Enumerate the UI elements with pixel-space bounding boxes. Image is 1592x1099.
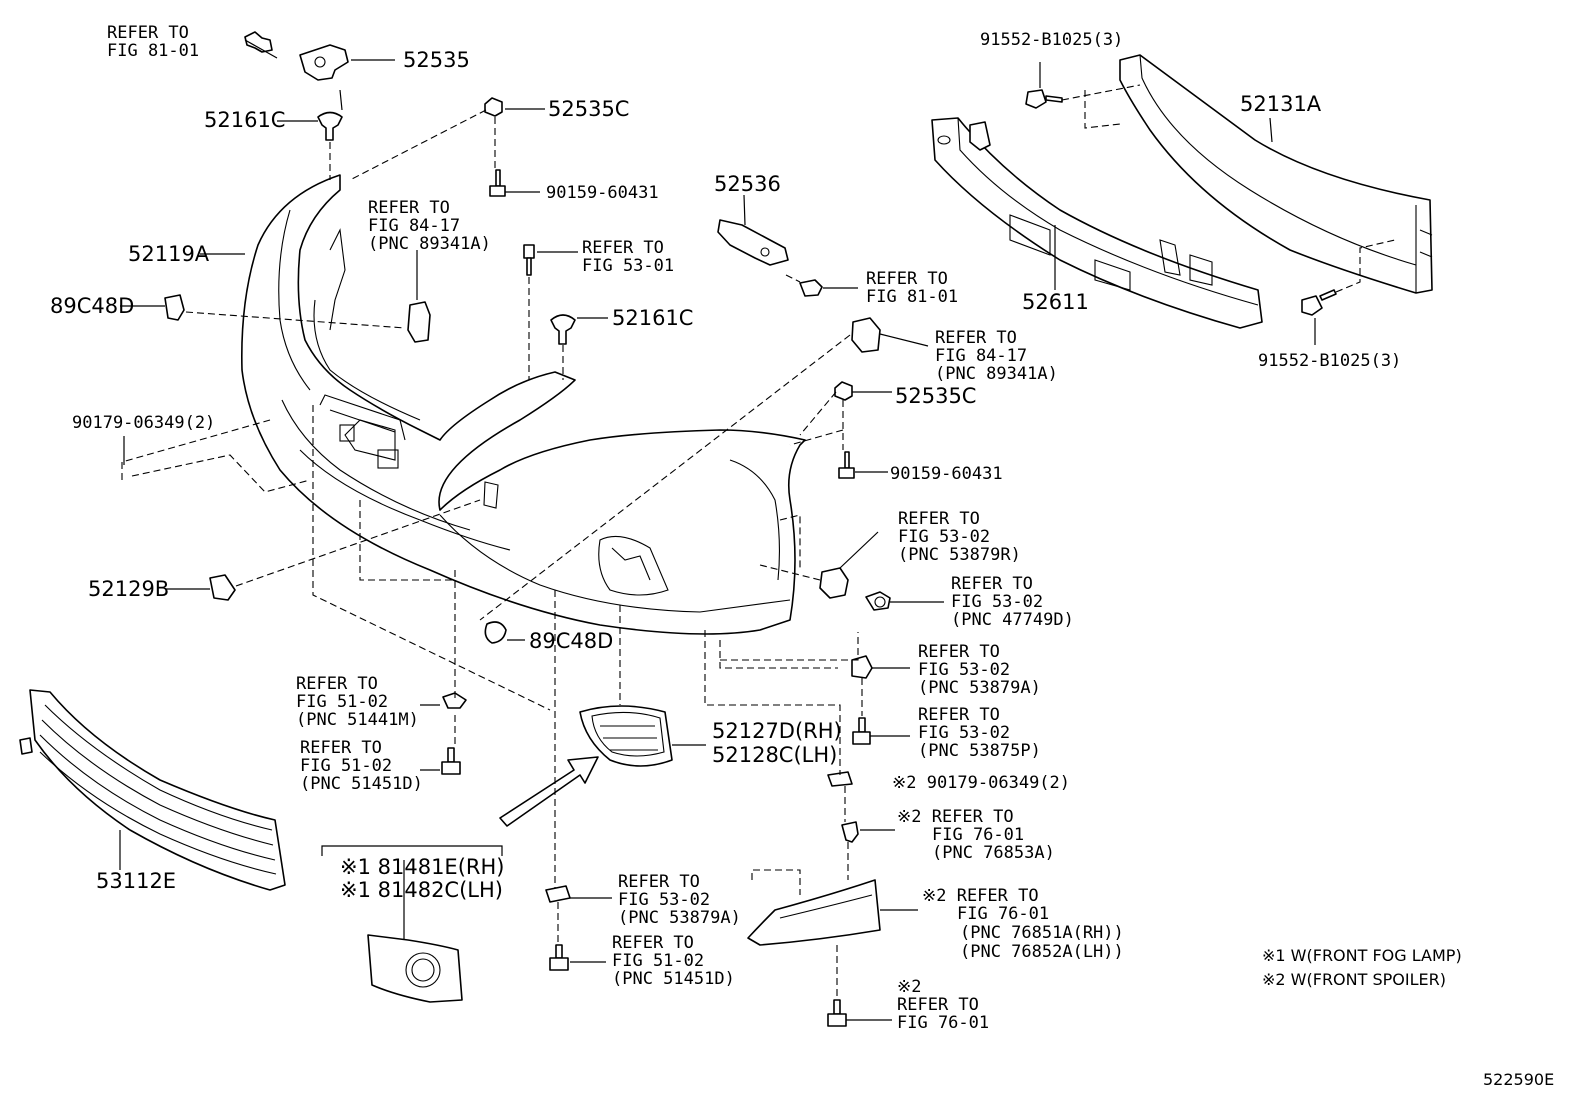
bumper-reinforcement-52131a [1119, 54, 1433, 294]
label-refer-51451d-bottom: REFER TO FIG 51-02 (PNC 51451D) [612, 933, 735, 989]
label-89c48d-left: 89C48D [50, 294, 134, 318]
retainer-52535c [484, 97, 853, 401]
label-52611: 52611 [1022, 290, 1089, 314]
label-52129b: 52129B [88, 577, 169, 601]
label-81481e: ※1 81481E(RH) [340, 855, 504, 879]
label-53112e: 53112E [96, 869, 176, 893]
label-refer-51441m: REFER TO FIG 51-02 (PNC 51441M) [296, 674, 419, 730]
note-fog-lamp: ※1 W(FRONT FOG LAMP) [1262, 946, 1462, 965]
sensor-bracket-89341a [407, 301, 881, 353]
label-91552-bottom: 91552-B1025(3) [1258, 351, 1401, 371]
clip-51441m [441, 692, 467, 775]
label-52535: 52535 [403, 48, 470, 72]
fog-lamp-cover [579, 705, 673, 767]
bracket-52536 [717, 219, 823, 297]
label-52119a: 52119A [128, 242, 210, 266]
energy-absorber-52611 [931, 117, 1263, 329]
label-refer-fig-81-01-mid: REFER TO FIG 81-01 [866, 269, 958, 307]
label-refer-51451d-left: REFER TO FIG 51-02 (PNC 51451D) [300, 738, 423, 794]
label-90159-mid: 90159-60431 [890, 464, 1003, 484]
label-refer-fig-81-01-top: REFER TO FIG 81-01 [107, 23, 199, 61]
direction-arrow [499, 756, 599, 827]
label-52535c-top: 52535C [548, 97, 629, 121]
label-52535c-mid: 52535C [895, 384, 976, 408]
label-52161c-mid: 52161C [612, 306, 693, 330]
bolt-fig-53-01 [523, 244, 535, 276]
label-refer-76-01-bottom: ※2 REFER TO FIG 76-01 [897, 977, 989, 1033]
label-refer-53875p: REFER TO FIG 53-02 (PNC 53875P) [918, 705, 1041, 761]
labels: REFER TO FIG 81-01 52535 52161C 52535C 9… [50, 23, 1554, 1089]
label-refer-53879r: REFER TO FIG 53-02 (PNC 53879R) [898, 509, 1021, 565]
lower-grille-53112e [19, 689, 286, 891]
clip-53879a-bottom [545, 885, 847, 1027]
label-refer-fig-84-17-left: REFER TO FIG 84-17 (PNC 89341A) [368, 198, 491, 254]
label-refer-76853a: ※2 REFER TO FIG 76-01 (PNC 76853A) [897, 807, 1055, 863]
front-spoiler [747, 879, 881, 946]
label-52128c: 52128C(LH) [712, 743, 837, 767]
leader-lines [119, 39, 1396, 1021]
label-90159-top: 90159-60431 [546, 183, 659, 203]
label-52127d: 52127D(RH) [712, 719, 842, 743]
note-front-spoiler: ※2 W(FRONT SPOILER) [1262, 970, 1446, 989]
bolt-91552-b1025 [1025, 89, 1337, 316]
clip-52161c [317, 111, 576, 345]
label-refer-47749d: REFER TO FIG 53-02 (PNC 47749D) [951, 574, 1074, 630]
fog-lamp-bezel [367, 934, 463, 1003]
clip-89c48d [164, 294, 507, 644]
label-81482c: ※1 81482C(LH) [340, 878, 503, 902]
front-bumper-cover [241, 174, 806, 635]
bezel-label-bracket [321, 845, 503, 856]
label-refer-fig-84-17-right: REFER TO FIG 84-17 (PNC 89341A) [935, 328, 1058, 384]
label-52131a: 52131A [1240, 92, 1322, 116]
screw-90159-60431 [489, 169, 855, 479]
label-90179-right: ※2 90179-06349(2) [892, 773, 1070, 793]
label-refer-53879a-right: REFER TO FIG 53-02 (PNC 53879A) [918, 642, 1041, 698]
label-90179-left: 90179-06349(2) [72, 413, 215, 433]
label-refer-53879a-bottom: REFER TO FIG 53-02 (PNC 53879A) [618, 872, 741, 928]
label-refer-fig-53-01: REFER TO FIG 53-01 [582, 238, 674, 276]
label-refer-76851a: ※2 REFER TO FIG 76-01 (PNC 76851A(RH)) (… [922, 886, 1134, 962]
cap-52129b [209, 574, 236, 601]
label-89c48d-bottom: 89C48D [529, 629, 613, 653]
label-52536: 52536 [714, 172, 781, 196]
figure-code: 522590E [1483, 1070, 1554, 1089]
retainer-bracket-52535 [244, 31, 395, 81]
clip-53879a-right [827, 655, 873, 843]
label-52161c-top: 52161C [204, 108, 285, 132]
mounting-clip-53879r [819, 567, 891, 611]
label-91552-top: 91552-B1025(3) [980, 30, 1123, 50]
